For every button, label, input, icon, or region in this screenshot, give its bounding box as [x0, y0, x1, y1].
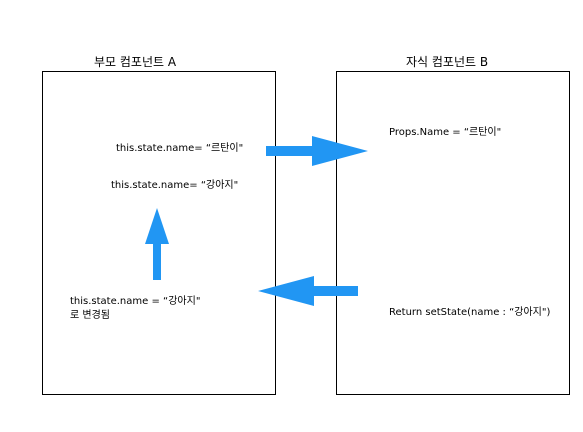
child-component-box — [336, 71, 570, 395]
child-setstate-text: Return setState(name : “강아지") — [389, 307, 551, 318]
right-arrow — [266, 136, 368, 166]
parent-state-change-text: this.state.name = “강아지" — [70, 296, 201, 307]
parent-state-updated: this.state.name= “강아지" — [111, 180, 239, 191]
left-arrow — [258, 276, 358, 306]
parent-state-change-note: 로 변경됨 — [70, 310, 110, 321]
parent-state-initial: this.state.name= “르탄이" — [116, 143, 244, 154]
child-props-text: Props.Name = “르탄이" — [389, 127, 502, 138]
parent-component-title: 부모 컴포넌트 A — [94, 55, 177, 69]
child-component-title: 자식 컴포넌트 B — [406, 55, 489, 69]
up-arrow — [145, 208, 169, 280]
